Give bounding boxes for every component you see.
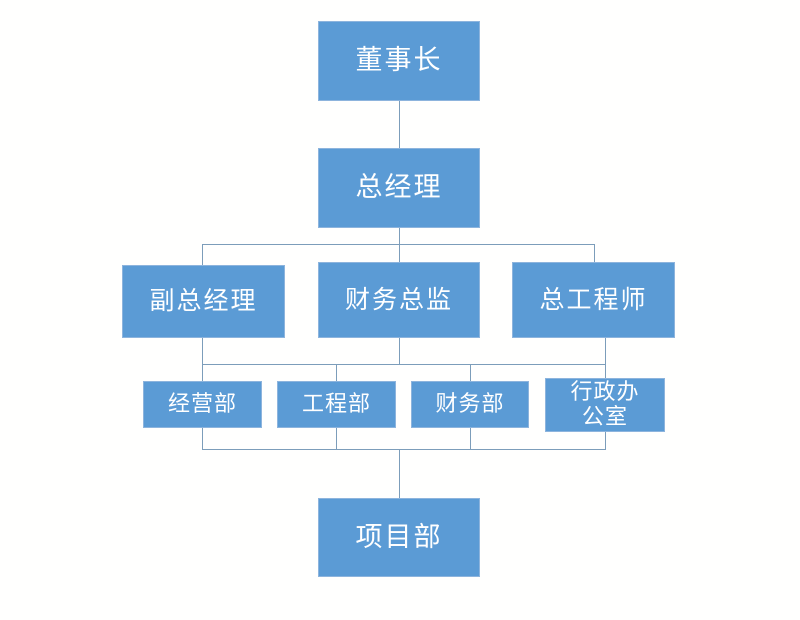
- org-node-label-finance-director: 财务总监: [344, 284, 453, 314]
- org-node-label-engineering-department: 工程部: [301, 391, 371, 417]
- org-node-operations-department[interactable]: 经营部: [143, 381, 262, 428]
- org-node-label-administrative-office: 行政办 公室: [570, 380, 640, 431]
- org-node-project-department[interactable]: 项目部: [318, 498, 480, 577]
- connector-bus3-to-finance-dept: [470, 364, 471, 381]
- connector-finance-dept-drop-to-bus4: [470, 428, 471, 450]
- org-node-deputy-general-manager[interactable]: 副总经理: [122, 265, 285, 338]
- org-node-label-project-department: 项目部: [355, 521, 443, 553]
- org-node-general-manager[interactable]: 总经理: [318, 148, 480, 228]
- connector-gm-drop-to-bus2: [399, 228, 400, 244]
- connector-bus2-to-deputy-gm: [202, 244, 203, 265]
- org-node-label-general-manager: 总经理: [355, 172, 443, 204]
- connector-bus3-to-operations: [202, 364, 203, 381]
- org-node-label-chairman: 董事长: [355, 45, 443, 77]
- connector-bus4-to-project: [399, 449, 400, 498]
- org-node-chief-engineer[interactable]: 总工程师: [512, 262, 675, 338]
- org-node-chairman[interactable]: 董事长: [318, 21, 480, 101]
- connector-chief-engineer-drop-to-bus3: [605, 338, 606, 364]
- connector-bus2-to-chief-engineer: [594, 244, 595, 262]
- connector-admin-office-drop-to-bus4: [605, 432, 606, 450]
- org-node-label-operations-department: 经营部: [167, 391, 237, 417]
- connector-bus-level4: [202, 364, 606, 365]
- connector-engineering-drop-to-bus4: [336, 428, 337, 450]
- connector-operations-drop-to-bus4: [202, 428, 203, 450]
- connector-bus3-to-admin-office: [605, 364, 606, 378]
- connector-deputy-gm-drop-to-bus3: [202, 338, 203, 364]
- connector-bus3-to-engineering: [336, 364, 337, 381]
- connector-bus-level5: [202, 449, 606, 450]
- org-node-label-deputy-general-manager: 副总经理: [149, 286, 258, 316]
- org-node-finance-department[interactable]: 财务部: [411, 381, 529, 428]
- org-node-engineering-department[interactable]: 工程部: [277, 381, 396, 428]
- org-node-label-chief-engineer: 总工程师: [539, 284, 648, 314]
- connector-bus2-to-finance-director: [399, 244, 400, 262]
- connector-bus-level3: [202, 244, 595, 245]
- connector-finance-director-drop-to-bus3: [399, 338, 400, 364]
- org-node-label-finance-department: 财务部: [435, 391, 505, 417]
- org-node-finance-director[interactable]: 财务总监: [318, 262, 480, 338]
- connector-chairman-to-gm: [399, 101, 400, 148]
- org-node-administrative-office[interactable]: 行政办 公室: [545, 378, 665, 432]
